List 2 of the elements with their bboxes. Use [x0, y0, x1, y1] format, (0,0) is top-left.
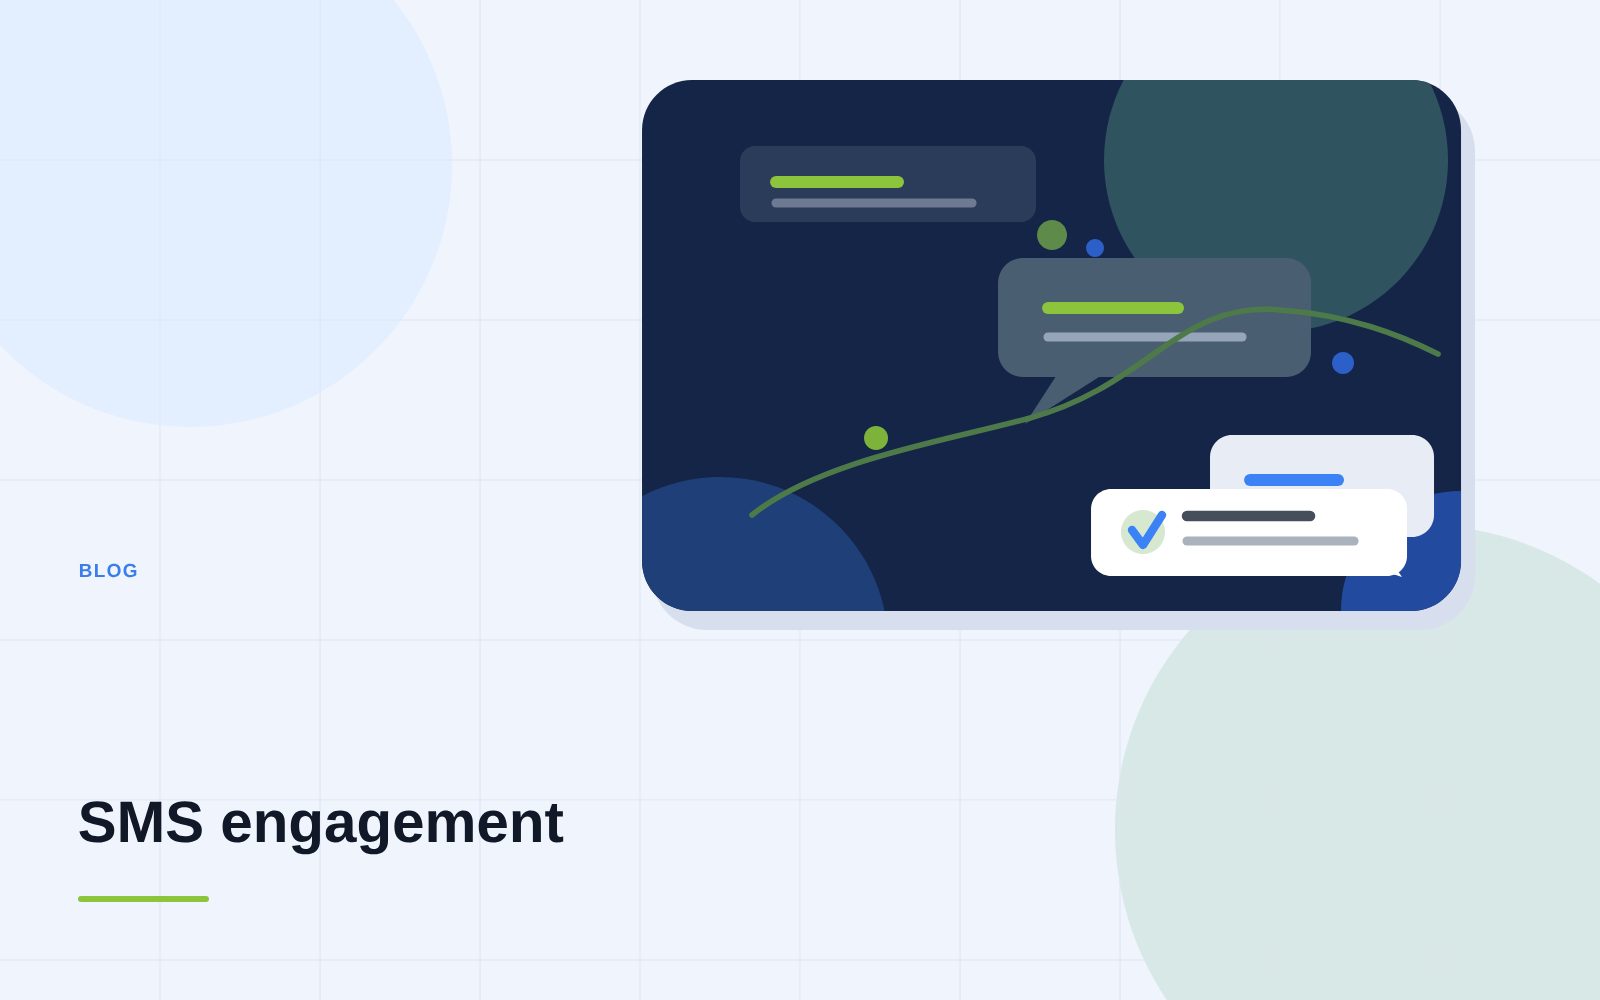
page-title: SMS engagement — [79, 801, 564, 855]
category-label: BLOG — [80, 563, 137, 578]
